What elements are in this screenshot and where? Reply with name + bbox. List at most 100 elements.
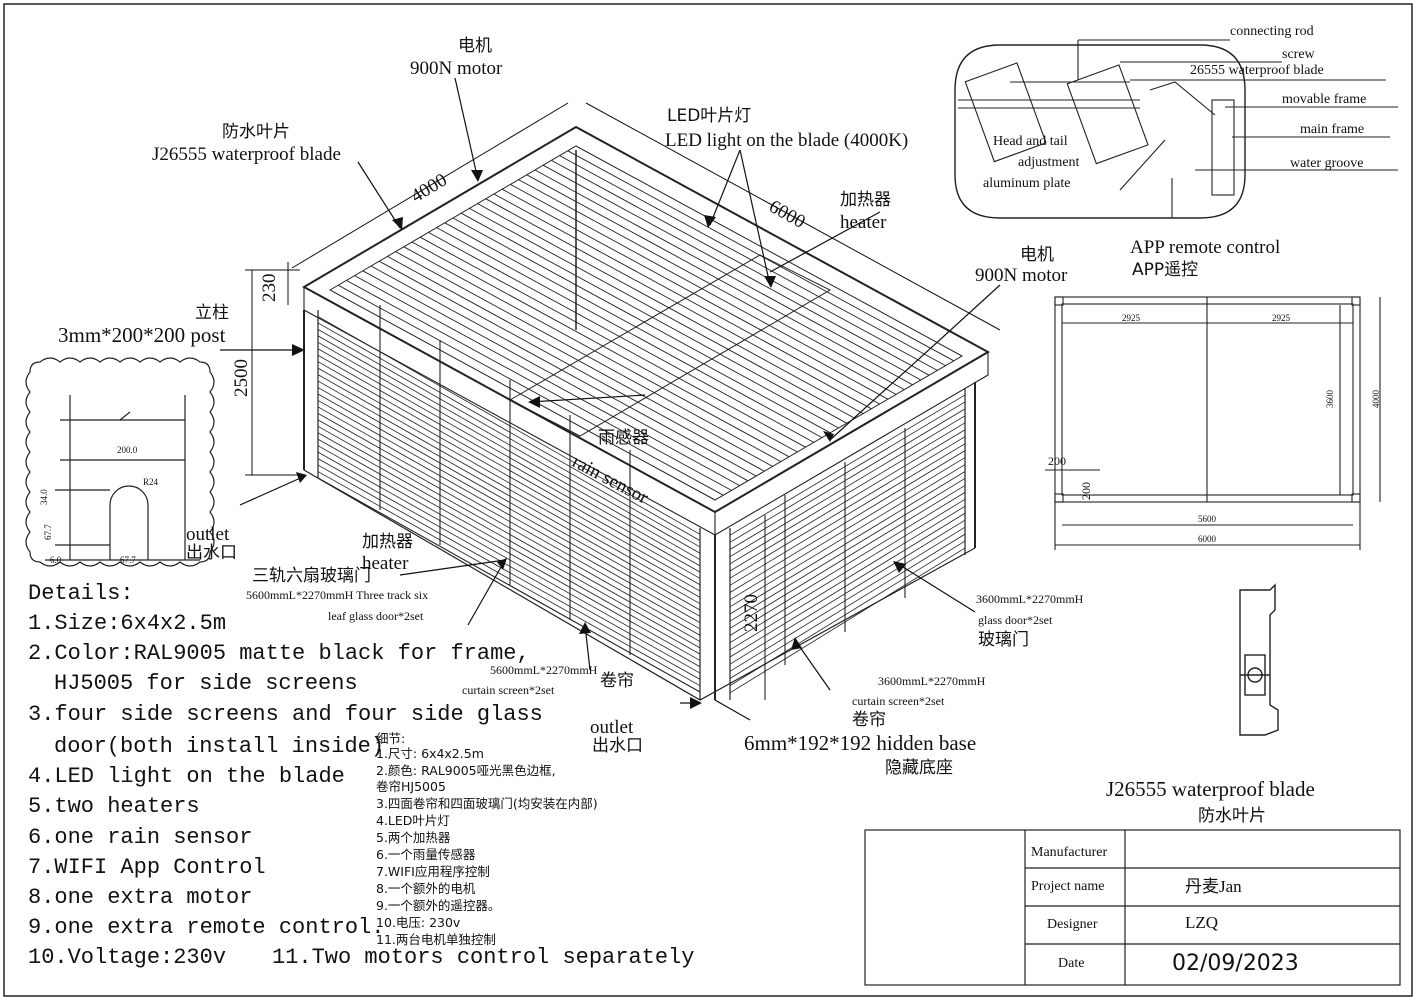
left-screen-line	[317, 432, 701, 649]
details-2a: 2.Color:RAL9005 matte black for frame,	[28, 641, 530, 666]
plan-3600: 3600	[1325, 390, 1335, 408]
app-cn: APP遥控	[1132, 260, 1199, 280]
details-cn-4: 4.LED叶片灯	[376, 813, 450, 828]
right-screen-line	[729, 519, 966, 665]
profile-section-detail	[954, 39, 1398, 219]
left-screen-line	[317, 348, 701, 567]
motor-label-en: 900N motor	[410, 58, 503, 79]
left-screen-line	[317, 445, 701, 661]
arrow-heads	[292, 170, 906, 709]
right-screen-line	[729, 492, 966, 636]
motor2-label-en: 900N motor	[975, 265, 1068, 286]
tb-manufacturer-label: Manufacturer	[1031, 845, 1108, 860]
right-screen-line	[729, 512, 966, 658]
details-2b: HJ5005 for side screens	[54, 671, 358, 696]
glassdoor-en2: glass door*2set	[978, 613, 1053, 627]
details-1: 1.Size:6x4x2.5m	[28, 611, 227, 636]
post-w67: 67.7	[120, 555, 136, 565]
callout-main-frame: main frame	[1300, 122, 1365, 137]
details-9: 9.one extra remote control.	[28, 915, 385, 940]
right-screen-line	[729, 478, 966, 622]
plan-200-a: 200	[1048, 454, 1066, 468]
left-screen-line	[317, 322, 701, 541]
blade-label-en: J26555 waterproof blade	[152, 144, 341, 165]
details-cn-10: 10.电压: 230v	[376, 915, 461, 930]
plan-2925-b: 2925	[1272, 313, 1290, 323]
details-cn-2b: 卷帘HJ5005	[376, 779, 446, 794]
right-screen-line	[729, 464, 966, 608]
left-screen-line	[317, 464, 701, 680]
tb-date-value: 02/09/2023	[1172, 951, 1299, 976]
plan-4000: 4000	[1371, 390, 1381, 408]
details-cn-2a: 2.颜色: RAL9005哑光黑色边框,	[376, 763, 556, 778]
right-screen-line	[729, 436, 966, 579]
right-screen-line	[729, 394, 966, 536]
glassdoor3-cn: 三轨六扇玻璃门	[252, 566, 371, 586]
glassdoor3-en1: 5600mmL*2270mmH Three track six	[246, 588, 429, 602]
glassdoor-cn: 玻璃门	[978, 630, 1029, 650]
left-screen-line	[317, 451, 701, 668]
glassdoor-en1: 3600mmL*2270mmH	[976, 592, 1084, 606]
plan-200-b: 200	[1079, 482, 1093, 500]
title-block	[864, 829, 1401, 986]
plan-2925-a: 2925	[1122, 313, 1140, 323]
right-screen-line	[729, 443, 966, 586]
pergola-isometric	[301, 125, 991, 701]
heater-label-cn: 加热器	[840, 190, 891, 210]
callout-screw: screw	[1282, 47, 1315, 62]
roof-blade-line	[493, 193, 880, 405]
roof-blade-line	[518, 179, 905, 390]
details-cn-7: 7.WIFI应用程序控制	[376, 864, 490, 879]
details-cn-8: 8.一个额外的电机	[376, 881, 476, 896]
right-screen-line	[729, 498, 966, 644]
left-screen-line	[317, 354, 701, 573]
left-screen-line	[317, 335, 701, 554]
curtain2-en1: 3600mmL*2270mmH	[878, 674, 986, 688]
left-screen-line	[317, 438, 701, 655]
heater-label-en: heater	[840, 212, 887, 233]
plan-6000: 6000	[1198, 534, 1216, 544]
outlet2-cn: 出水口	[592, 736, 643, 756]
heater2-en: heater	[362, 553, 409, 574]
roof-blade-line	[469, 208, 856, 419]
roof-blade-line	[370, 265, 757, 477]
roof-blade-line	[387, 256, 773, 467]
left-wall-screens	[317, 316, 701, 687]
roof-blades	[337, 150, 954, 496]
blade-profile	[1239, 583, 1279, 736]
blade-label-cn: 防水叶片	[222, 122, 290, 142]
curtain1-en2: curtain screen*2set	[462, 683, 555, 697]
right-screen-line	[729, 485, 966, 629]
post-label-cn: 立柱	[195, 303, 229, 323]
roof-blade-line	[419, 236, 806, 448]
curtain2-cn: 卷帘	[852, 710, 886, 730]
callout-movable-frame: movable frame	[1282, 92, 1367, 107]
details-title: Details:	[28, 581, 134, 606]
left-screen-line	[317, 393, 701, 611]
callout-head-tail-3: aluminum plate	[983, 176, 1071, 191]
details-8: 8.one extra motor	[28, 885, 253, 910]
post-label-en: 3mm*200*200 post	[58, 323, 226, 347]
curtain1-cn: 卷帘	[600, 671, 634, 691]
right-wall-screens	[729, 394, 966, 694]
right-screen-line	[729, 471, 966, 615]
roof-top-outline	[301, 125, 991, 514]
details-7: 7.WIFI App Control	[28, 855, 266, 880]
left-screen-line	[317, 374, 701, 592]
roof-blade-line	[510, 184, 897, 395]
roof-blade-line	[485, 198, 872, 410]
base-en: 6mm*192*192 hidden base	[744, 731, 977, 755]
tb-designer-label: Designer	[1047, 917, 1098, 932]
roof-blade-line	[411, 241, 798, 453]
base-cn: 隐藏底座	[885, 758, 953, 778]
left-screen-line	[317, 413, 701, 630]
led-label-cn: LED叶片灯	[667, 106, 752, 126]
left-screen-line	[317, 406, 701, 623]
app-en: APP remote control	[1130, 237, 1281, 258]
details-3b: door(both install inside)	[54, 734, 385, 759]
right-screen-line	[729, 505, 966, 651]
outlet2-en: outlet	[590, 717, 634, 738]
curtain1-en1: 5600mmL*2270mmH	[490, 663, 598, 677]
